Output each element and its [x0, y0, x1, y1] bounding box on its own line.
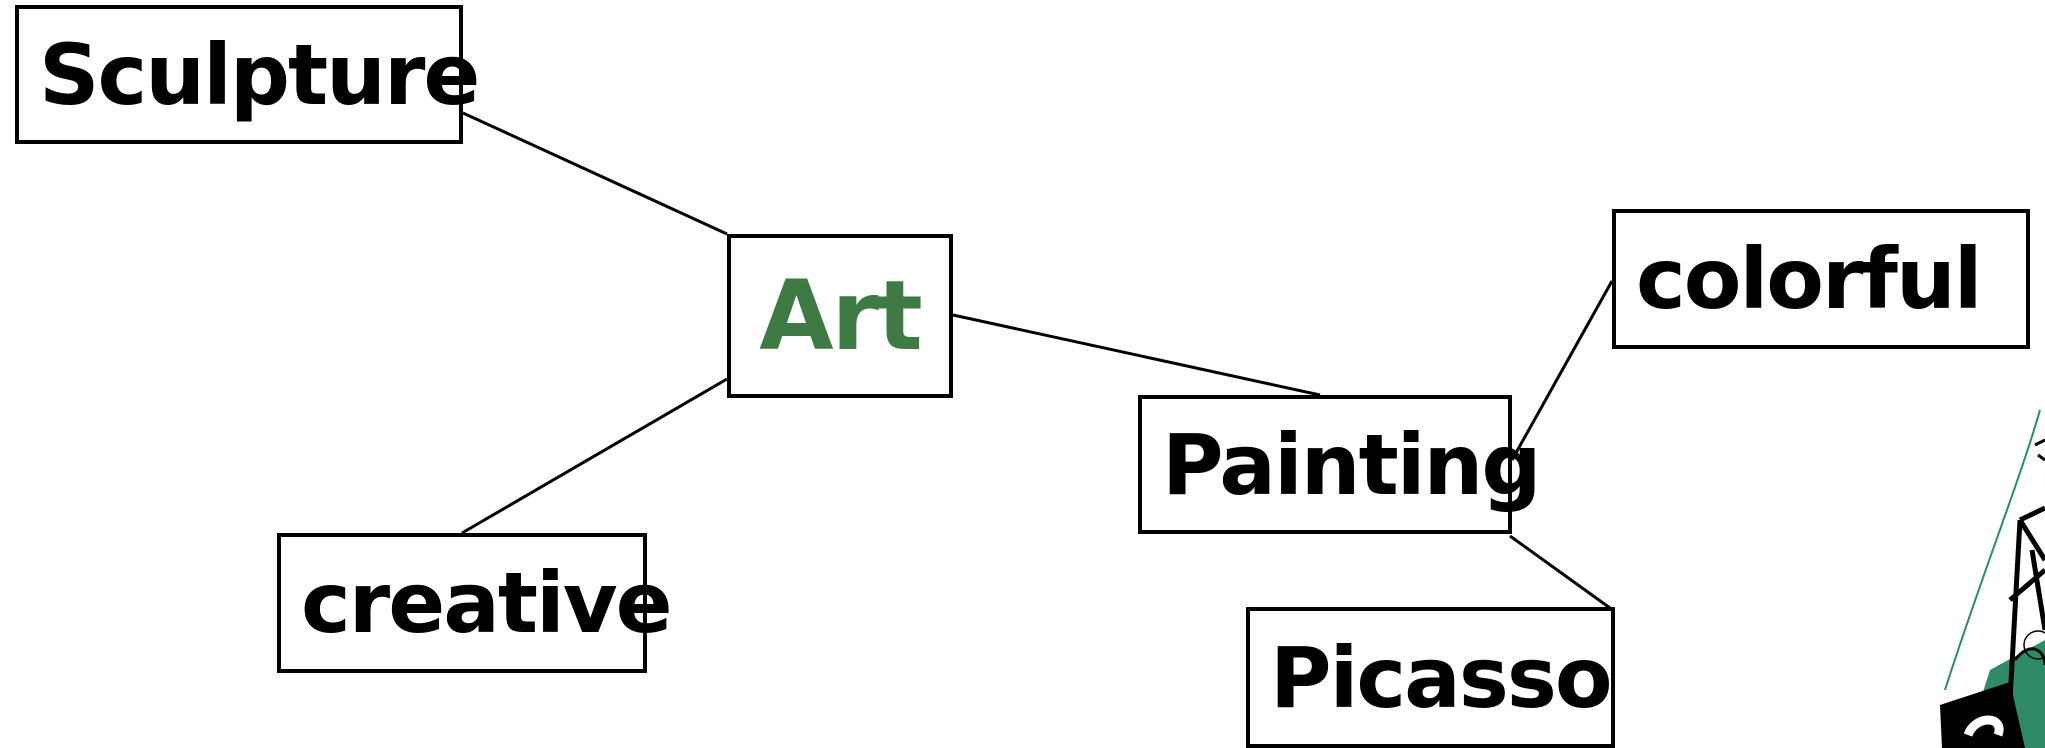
clipart-easel-frame: [2007, 505, 2045, 701]
node-painting-label: Painting: [1162, 415, 1541, 514]
connector-art-painting: [952, 313, 1321, 397]
node-creative-label: creative: [301, 554, 673, 652]
node-art-label: Art: [759, 260, 923, 372]
node-picasso-label: Picasso: [1270, 628, 1613, 727]
connector-painting-colorful: [1510, 280, 1614, 461]
clipart-black-block: [1940, 682, 2025, 748]
connector-art-sculpture: [462, 111, 728, 236]
clipart-green-arc: [1944, 409, 2041, 691]
connector-painting-picasso: [1509, 534, 1611, 610]
node-colorful-label: colorful: [1636, 230, 1983, 328]
easel-clipart-icon: [1940, 409, 2045, 748]
clipart-wheel: [2023, 630, 2045, 660]
clipart-white-swirl: [1963, 715, 2004, 738]
node-art-center: Art: [727, 234, 953, 398]
node-sculpture-label: Sculpture: [39, 25, 480, 124]
node-picasso: Picasso: [1246, 607, 1615, 748]
node-creative: creative: [277, 533, 673, 673]
connector-art-creative: [461, 377, 728, 535]
node-sculpture: Sculpture: [15, 5, 480, 144]
node-colorful: colorful: [1612, 209, 2030, 349]
node-painting: Painting: [1138, 395, 1541, 534]
